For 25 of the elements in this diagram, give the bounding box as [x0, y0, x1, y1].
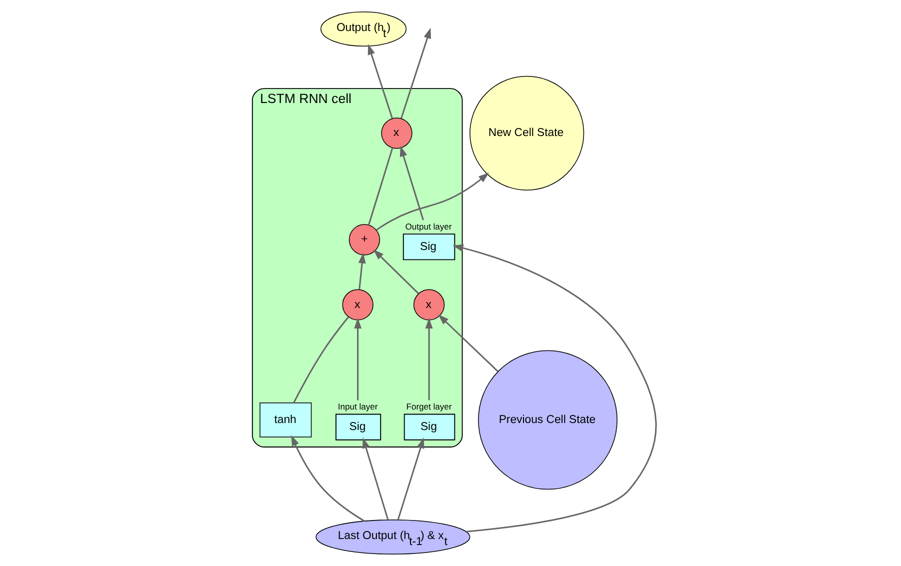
arrow: [376, 172, 490, 231]
arrow: [362, 438, 389, 520]
arrow: [397, 438, 424, 520]
connector: [368, 148, 394, 226]
arrow: [373, 249, 419, 294]
node-label: Input layer: [338, 402, 378, 412]
node-circle: x: [381, 118, 412, 149]
node-circle: x: [413, 289, 445, 320]
arrow: [291, 435, 365, 522]
arrow: [400, 28, 431, 119]
arrow: [438, 314, 498, 372]
node-box: tanh: [260, 402, 312, 438]
arrow: [400, 146, 424, 220]
node-circle: New Cell State: [470, 76, 584, 190]
node-label: Forget layer: [406, 402, 452, 412]
node-circle: Previous Cell State: [478, 350, 618, 490]
arrow: [425, 318, 433, 400]
node-label: Output layer: [405, 221, 452, 232]
arrow: [452, 244, 657, 532]
node-circle: x: [342, 289, 374, 320]
arrow: [358, 252, 366, 290]
connector: [293, 316, 349, 404]
arrow: [368, 44, 393, 119]
arrow: [354, 318, 362, 400]
node-circle: +: [348, 224, 380, 256]
